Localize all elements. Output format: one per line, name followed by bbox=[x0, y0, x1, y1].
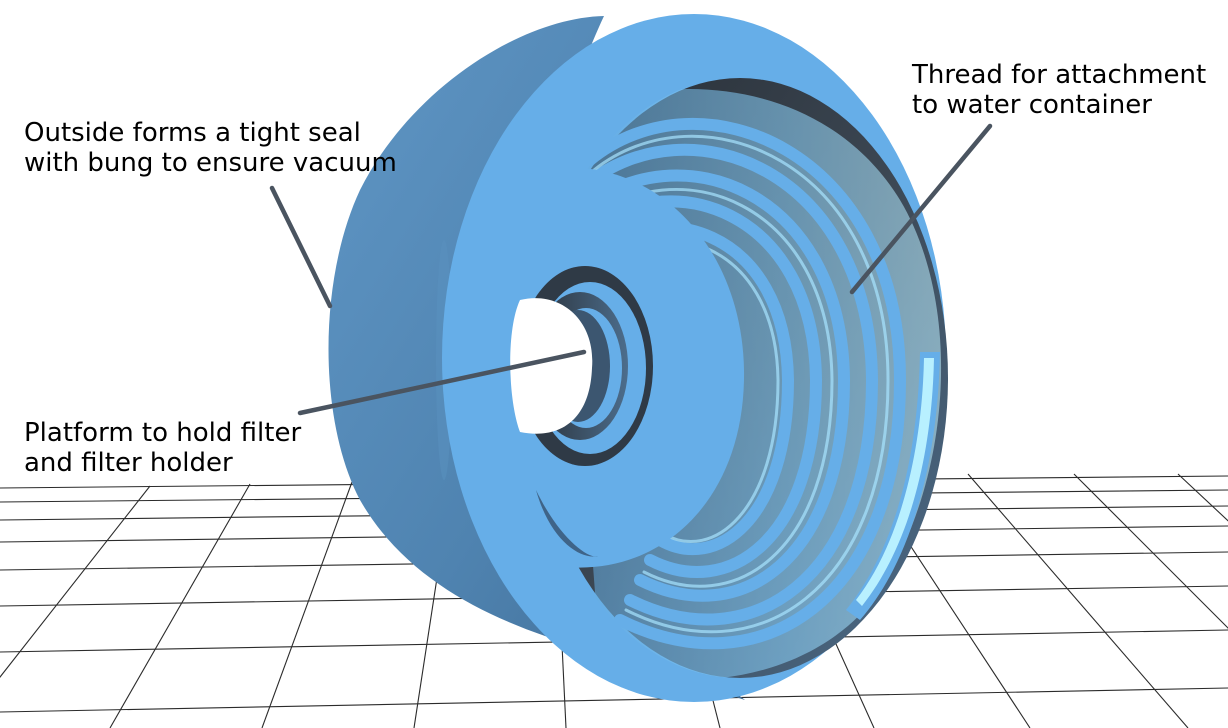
annotation-outside-seal: Outside forms a tight seal with bung to … bbox=[24, 118, 397, 178]
annotation-outside-seal-line-1: Outside forms a tight seal bbox=[24, 118, 361, 148]
leader-line-thread bbox=[849, 123, 993, 295]
annotation-thread-line-1: Thread for attachment bbox=[912, 60, 1207, 90]
annotation-outside-seal-line-2: with bung to ensure vacuum bbox=[24, 148, 397, 178]
annotation-platform-line-2: and filter holder bbox=[24, 448, 233, 478]
annotation-platform-line-1: Platform to hold filter bbox=[24, 418, 302, 448]
leader-line-seal bbox=[269, 185, 333, 309]
leader-lines bbox=[269, 123, 993, 416]
annotation-thread: Thread for attachment to water container bbox=[912, 60, 1206, 120]
annotation-platform: Platform to hold filter and filter holde… bbox=[24, 418, 301, 478]
leader-line-platform bbox=[297, 349, 587, 416]
central-bore bbox=[510, 266, 653, 466]
annotation-thread-line-2: to water container bbox=[912, 90, 1152, 120]
